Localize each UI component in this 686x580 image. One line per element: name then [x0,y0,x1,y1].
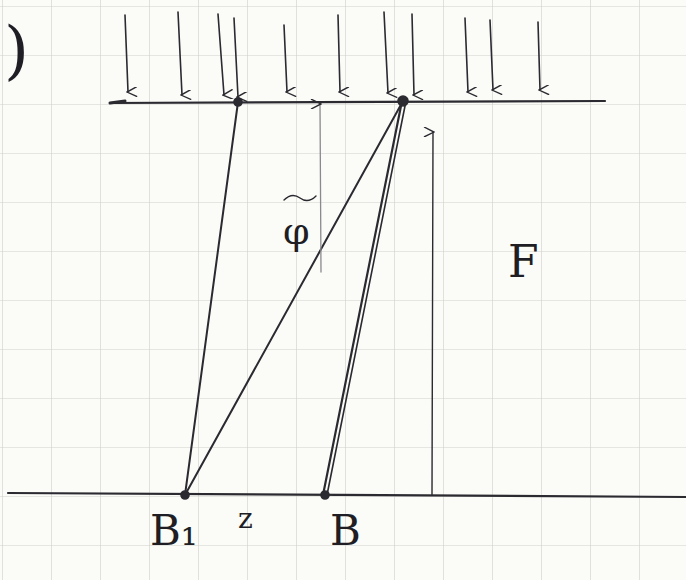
point-label: B [330,510,361,552]
offset-label: z [238,505,253,533]
distance-label: F [508,240,539,284]
cut-off-label: ) [4,18,29,82]
point-label: B₁ [150,510,198,552]
angle-label: φ [283,212,310,250]
